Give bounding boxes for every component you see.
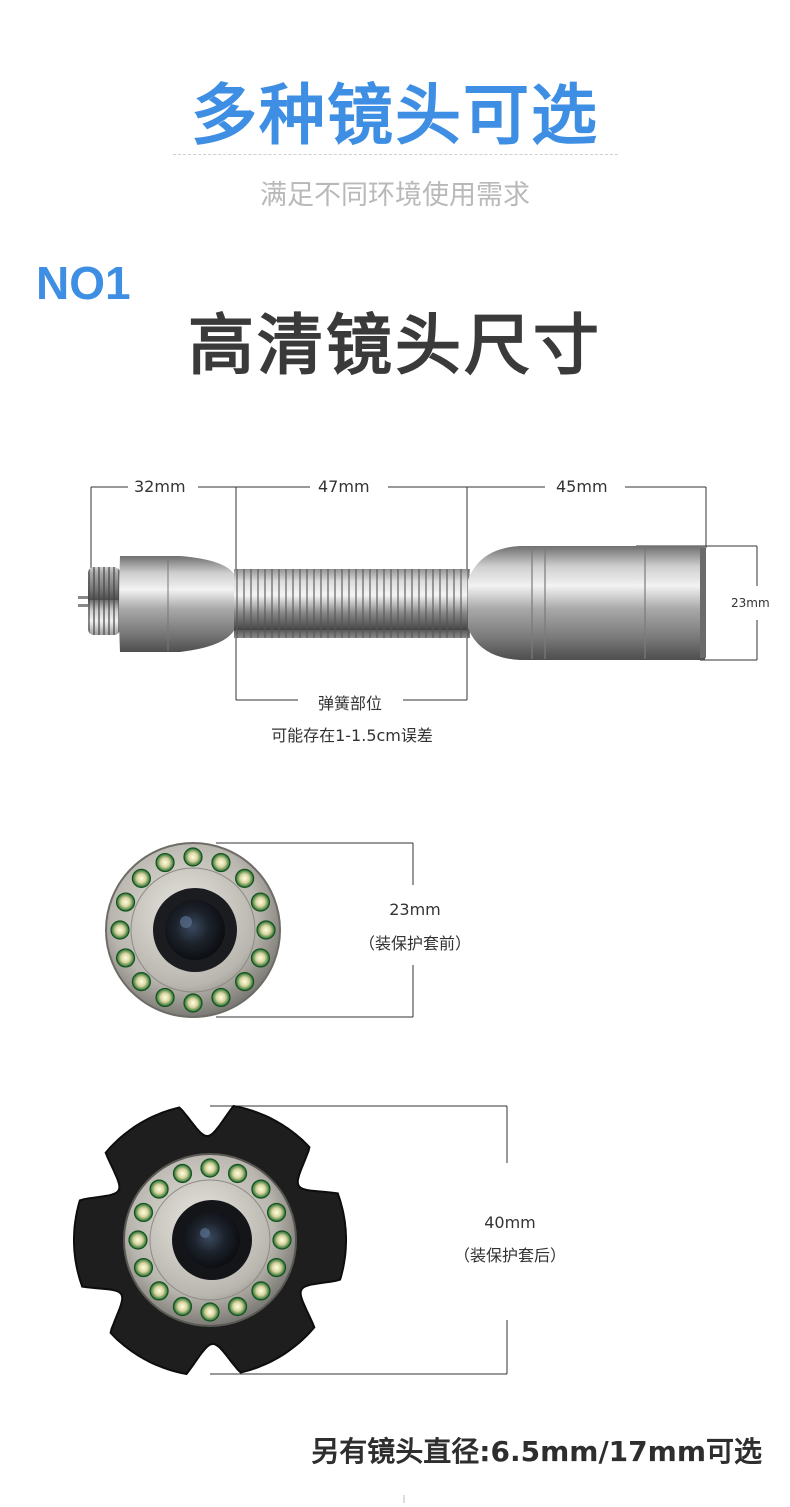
led-light: [155, 987, 175, 1008]
led-light: [183, 993, 203, 1013]
section-badge: NO1: [36, 257, 131, 309]
dim-left-label: 32mm: [128, 477, 192, 496]
dim-right-label: 45mm: [550, 477, 614, 496]
led-light: [227, 1163, 248, 1184]
dim-height-label: 23mm: [731, 596, 770, 610]
subheadline: 满足不同环境使用需求: [260, 180, 530, 211]
section-title: 高清镜头尺寸: [188, 307, 602, 384]
led-light: [155, 852, 175, 873]
led-light: [211, 987, 231, 1008]
led-light: [266, 1257, 287, 1278]
led-light: [272, 1230, 292, 1250]
camera-guard-view: [73, 1104, 508, 1376]
tolerance-note: 可能存在1-1.5cm误差: [271, 726, 433, 745]
headline: 多种镜头可选: [191, 77, 599, 154]
led-light: [227, 1296, 248, 1317]
front-note: （装保护套前）: [358, 934, 471, 953]
led-light: [250, 948, 271, 968]
led-light: [200, 1302, 220, 1322]
guard-note: （装保护套后）: [453, 1246, 566, 1265]
led-light: [115, 892, 136, 912]
led-light: [256, 920, 276, 940]
header-divider: [173, 154, 618, 155]
led-light: [131, 868, 151, 888]
led-light: [251, 1179, 271, 1199]
led-light: [131, 972, 151, 992]
led-light: [172, 1296, 193, 1317]
camera-front-view: [105, 842, 414, 1018]
led-light: [172, 1163, 193, 1184]
led-light: [149, 1179, 169, 1199]
led-light: [250, 892, 271, 912]
led-light: [251, 1281, 271, 1301]
led-light: [183, 847, 203, 867]
led-light: [110, 920, 130, 940]
led-light: [149, 1281, 169, 1301]
front-dim-label: 23mm: [389, 900, 441, 919]
led-light: [211, 852, 231, 873]
guard-dim-label: 40mm: [484, 1213, 536, 1232]
led-light: [200, 1158, 220, 1178]
camera-side-view: [78, 546, 706, 660]
dim-middle-label: 47mm: [312, 477, 376, 496]
led-light: [266, 1202, 287, 1223]
led-light: [235, 868, 255, 888]
dimension-lines-top: [90, 486, 758, 701]
led-light: [235, 972, 255, 992]
spring-label: 弹簧部位: [317, 694, 382, 713]
led-light: [133, 1202, 154, 1223]
footer-note: 另有镜头直径:6.5mm/17mm可选: [311, 1435, 762, 1468]
led-light: [133, 1257, 154, 1278]
led-light: [128, 1230, 148, 1250]
led-light: [115, 948, 136, 968]
